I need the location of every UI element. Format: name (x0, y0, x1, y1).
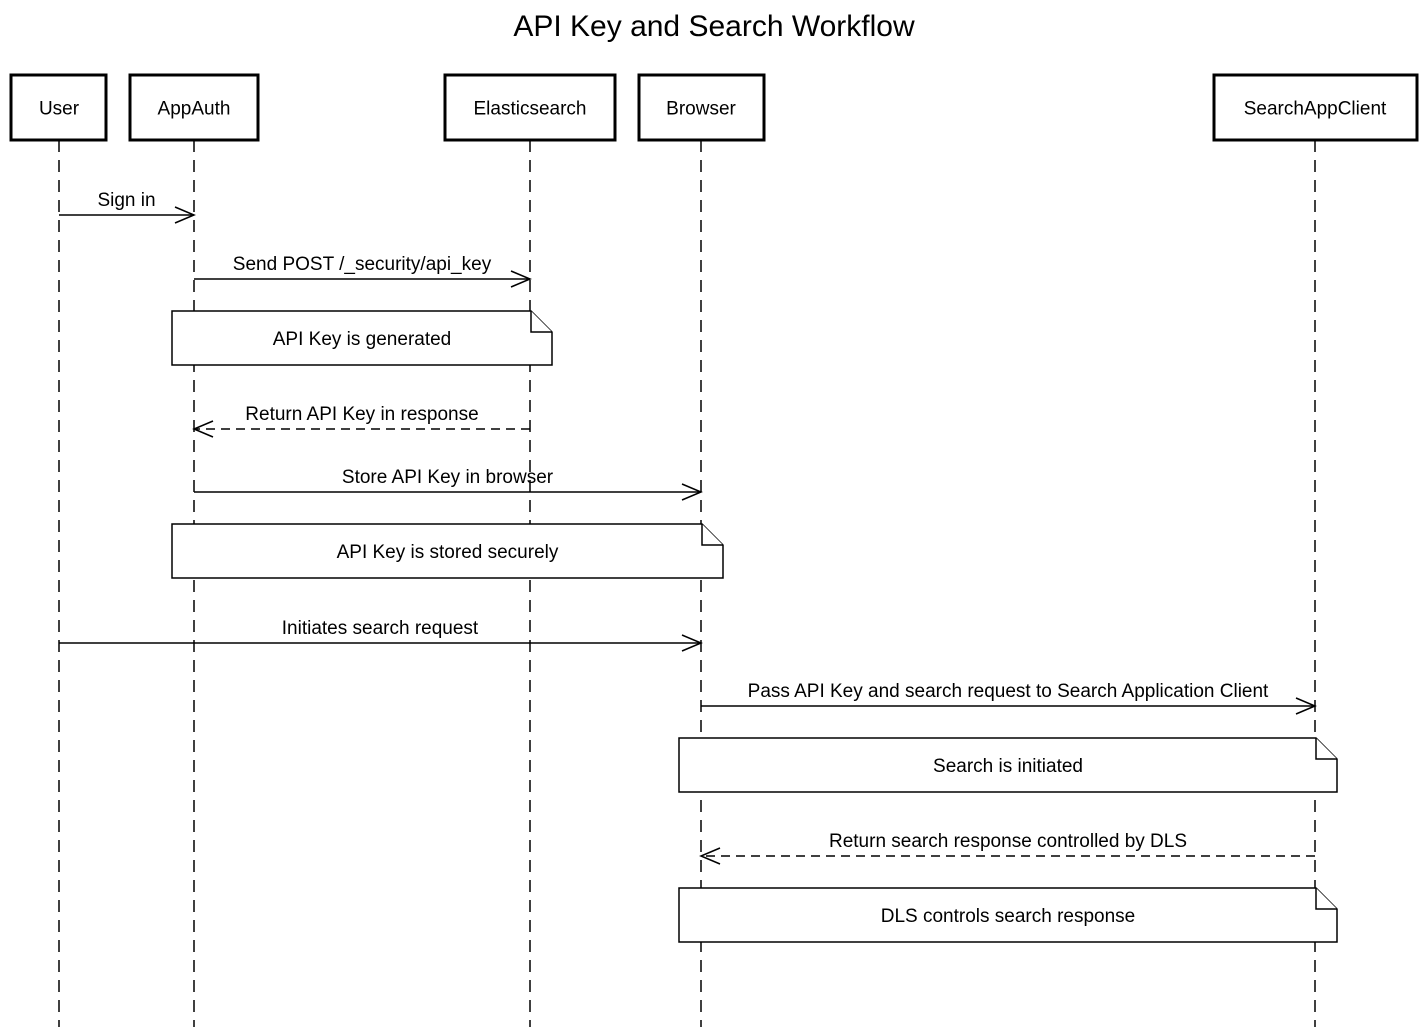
arrowhead-icon (699, 847, 721, 865)
participant-appauth: AppAuth (128, 73, 260, 142)
participant-label: User (39, 99, 80, 120)
note: API Key is generated (171, 310, 553, 366)
participant-box (637, 73, 766, 142)
participants: User AppAuth Elasticsearch Browser SearchApp… (9, 73, 1419, 142)
participant-box (128, 73, 260, 142)
message-searchappclient-to-browser: Return search response controlled by DLS (699, 831, 1315, 865)
note-fold-icon (530, 311, 552, 333)
note: Search is initiated (678, 737, 1338, 793)
participant-user: User (9, 73, 108, 142)
note: API Key is stored securely (171, 523, 724, 579)
message-label: Return API Key in response (245, 404, 478, 425)
participant-elasticsearch: Elasticsearch (443, 73, 617, 142)
lifelines (58, 140, 1316, 1027)
note-box (678, 737, 1338, 793)
participant-box (443, 73, 617, 142)
participant-searchappclient: SearchAppClient (1212, 73, 1419, 142)
arrowhead-icon (681, 483, 703, 501)
diagram-title: API Key and Search Workflow (513, 10, 915, 43)
note-label: API Key is stored securely (337, 542, 559, 563)
arrowhead-icon (192, 420, 214, 438)
message-browser-to-searchappclient: Pass API Key and search request to Searc… (701, 681, 1317, 715)
arrowhead-icon (510, 270, 532, 288)
note-label: API Key is generated (273, 329, 452, 350)
message-appauth-to-elasticsearch: Send POST /_security/api_key (194, 254, 532, 288)
arrowhead-icon (1295, 697, 1317, 715)
note-fold-icon (701, 524, 723, 546)
participant-browser: Browser (637, 73, 766, 142)
message-elasticsearch-to-appauth: Return API Key in response (192, 404, 530, 438)
note-box (678, 887, 1338, 943)
participant-label: Elasticsearch (474, 99, 587, 120)
message-label: Sign in (97, 190, 155, 211)
note-fold-icon (1315, 888, 1337, 910)
note-fold-icon (1315, 738, 1337, 760)
note-label: Search is initiated (933, 756, 1083, 777)
participant-label: AppAuth (158, 99, 231, 120)
participant-box (9, 73, 108, 142)
participant-box (1212, 73, 1419, 142)
participant-label: SearchAppClient (1244, 99, 1387, 120)
message-user-to-browser: Initiates search request (59, 618, 703, 652)
message-user-to-appauth: Sign in (59, 190, 196, 224)
message-label: Send POST /_security/api_key (233, 254, 492, 275)
note-label: DLS controls search response (881, 906, 1136, 927)
note: DLS controls search response (678, 887, 1338, 943)
note-box (171, 310, 553, 366)
arrowhead-icon (174, 206, 196, 224)
message-appauth-to-browser: Store API Key in browser (194, 467, 703, 501)
participant-label: Browser (666, 99, 736, 120)
message-label: Store API Key in browser (342, 467, 554, 488)
message-label: Initiates search request (282, 618, 479, 639)
arrowhead-icon (681, 634, 703, 652)
message-label: Return search response controlled by DLS (829, 831, 1187, 852)
message-label: Pass API Key and search request to Searc… (748, 681, 1269, 702)
note-box (171, 523, 724, 579)
